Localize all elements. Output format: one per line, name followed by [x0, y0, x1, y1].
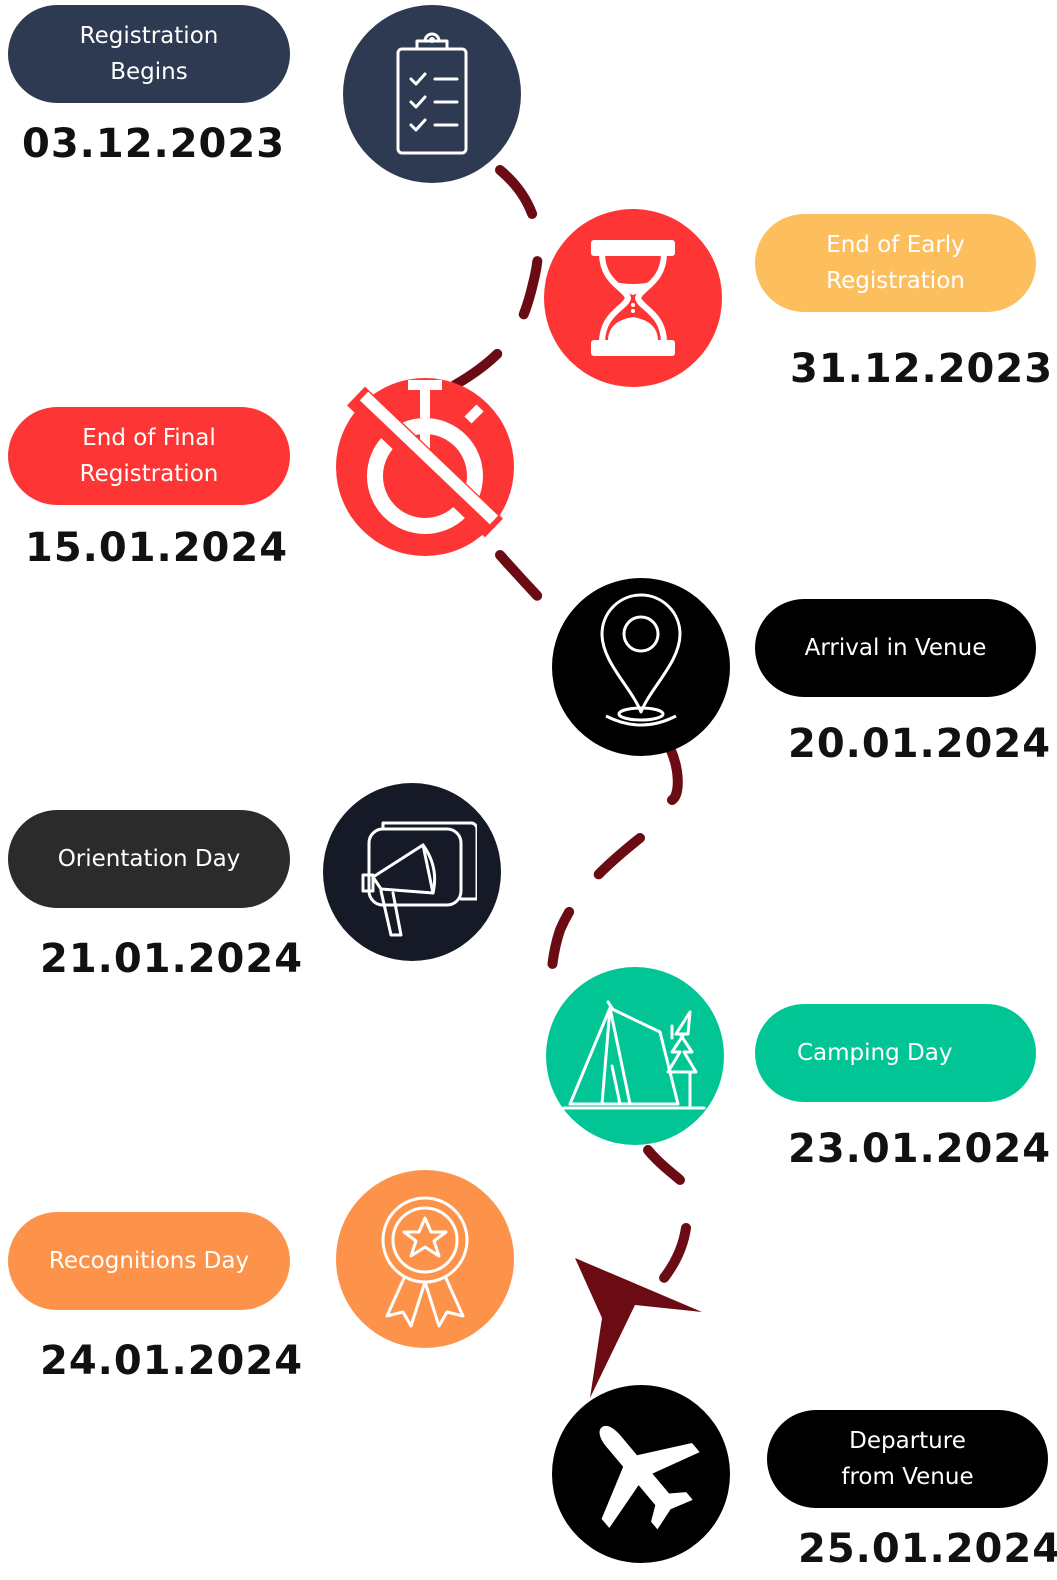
no-stopwatch-icon — [347, 380, 503, 538]
milestone-icon-circle — [323, 783, 501, 961]
milestone-label-recognitions-day: Recognitions Day — [8, 1212, 290, 1310]
tent-icon — [562, 1000, 706, 1110]
milestone-date: 31.12.2023 — [790, 346, 1054, 392]
milestone-date: 20.01.2024 — [788, 721, 1052, 767]
airplane-icon — [599, 1425, 700, 1530]
milestone-label-orientation-day: Orientation Day — [8, 810, 290, 908]
location-pin-icon — [600, 593, 682, 727]
milestone-label-arrival-in-venue: Arrival in Venue — [755, 599, 1036, 697]
milestone-label-departure-from-venue: Departure from Venue — [767, 1410, 1048, 1508]
milestone-date: 15.01.2024 — [25, 525, 289, 571]
hourglass-icon — [591, 240, 675, 356]
milestone-icon-circle — [336, 1170, 514, 1348]
milestone-label-end-of-final-registration: End of Final Registration — [8, 407, 290, 505]
milestone-icon-circle — [546, 967, 724, 1145]
milestone-label-end-of-early-registration: End of Early Registration — [755, 214, 1036, 312]
milestone-label-registration-begins: Registration Begins — [8, 5, 290, 103]
milestone-label-camping-day: Camping Day — [755, 1004, 1036, 1102]
milestone-date: 24.01.2024 — [40, 1338, 304, 1384]
milestone-icon-circle — [544, 209, 722, 387]
milestone-date: 03.12.2023 — [22, 121, 286, 167]
milestone-date: 25.01.2024 — [798, 1526, 1057, 1572]
arrow-head — [575, 1258, 702, 1398]
milestone-icon-circle — [552, 1385, 730, 1563]
award-ribbon-icon — [381, 1196, 469, 1328]
milestone-date: 21.01.2024 — [40, 936, 304, 982]
milestone-icon-circle — [336, 378, 514, 556]
milestone-icon-circle — [343, 5, 521, 183]
clipboard-checklist-icon — [396, 32, 468, 155]
milestone-date: 23.01.2024 — [788, 1126, 1052, 1172]
megaphone-icon — [361, 821, 477, 937]
milestone-icon-circle — [552, 578, 730, 756]
